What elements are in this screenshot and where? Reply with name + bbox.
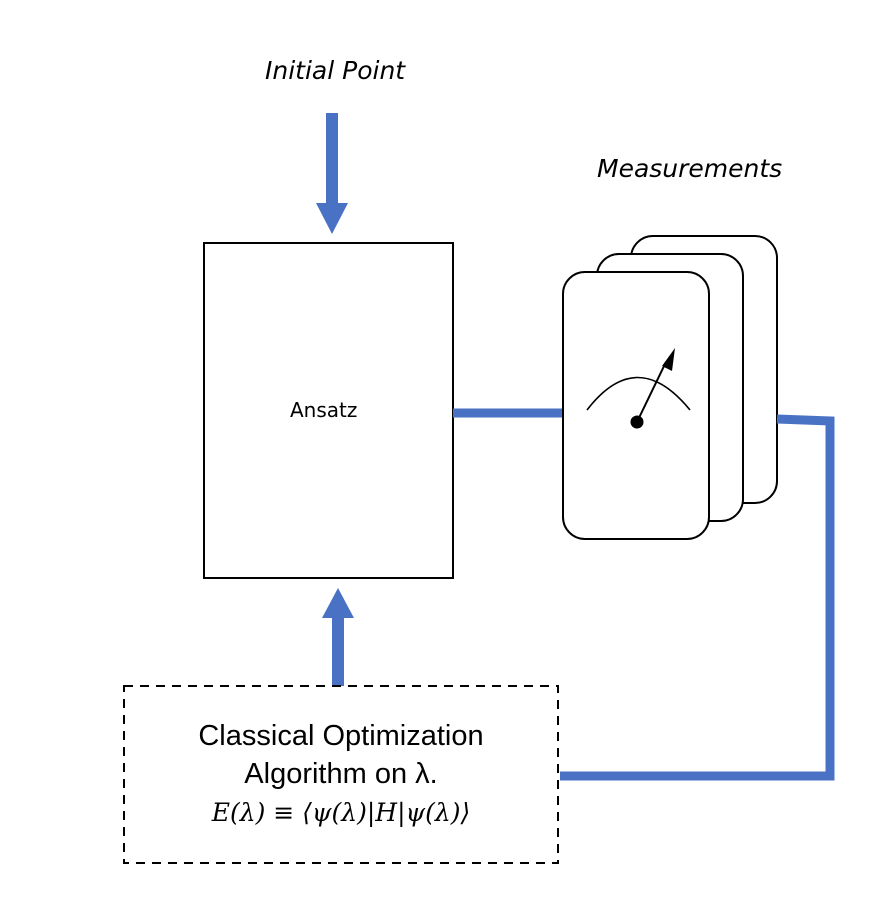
optimizer-text-block: Classical Optimization Algorithm on λ. E… xyxy=(124,717,558,833)
optimizer-box xyxy=(123,685,559,864)
ansatz-box xyxy=(203,242,454,579)
measurement-card-front xyxy=(562,271,710,540)
measurements-label: Measurements xyxy=(597,154,783,183)
initial-point-arrow xyxy=(316,113,348,234)
measurement-to-optimizer-connector xyxy=(560,414,835,781)
initial-point-label: Initial Point xyxy=(265,56,406,85)
meter-icon xyxy=(586,348,691,429)
optimizer-title-line1: Classical Optimization xyxy=(198,720,484,752)
optimizer-to-ansatz-arrow xyxy=(322,588,354,686)
energy-formula: E(λ) ≡ ⟨ψ(λ)|H|ψ(λ)⟩ xyxy=(211,798,471,827)
ansatz-label: Ansatz xyxy=(290,398,358,422)
optimizer-title-line2: Algorithm on λ. xyxy=(244,758,438,790)
